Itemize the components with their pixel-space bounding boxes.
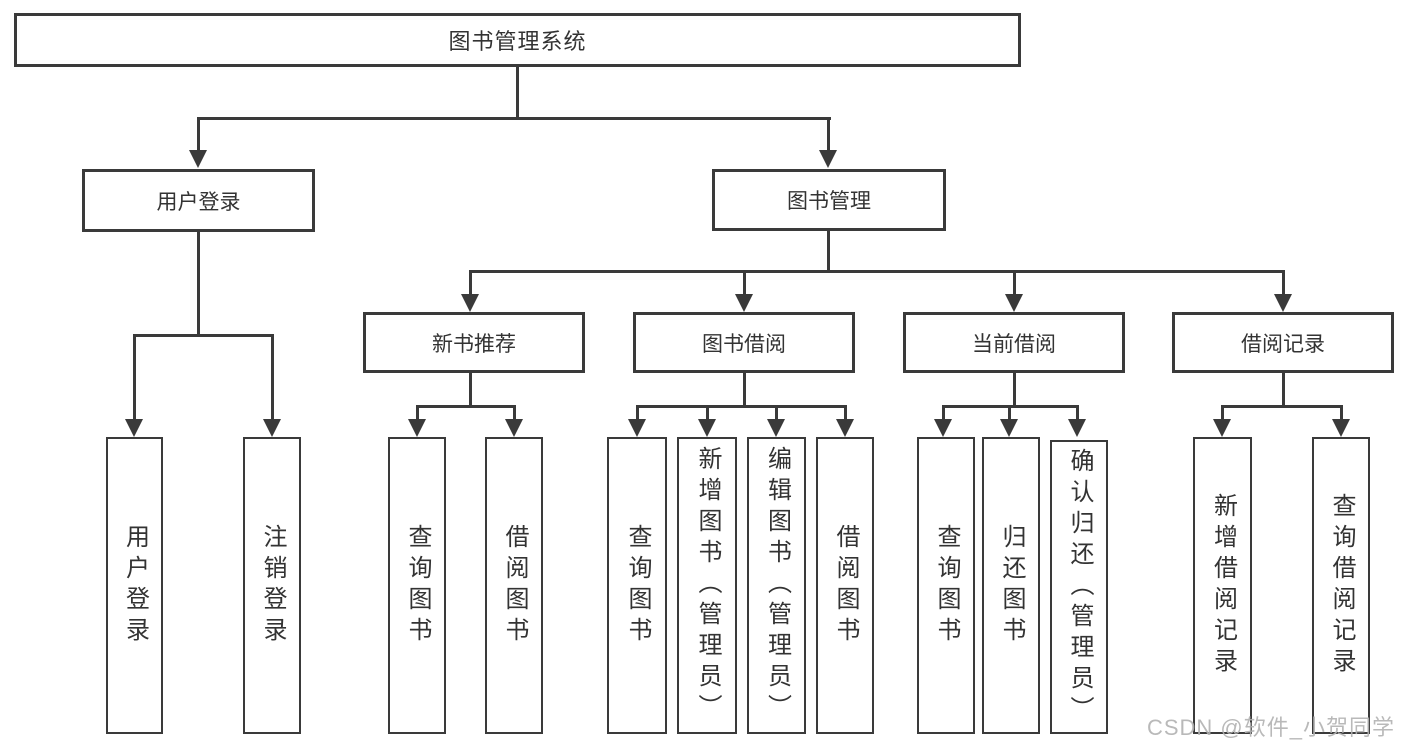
arrow-down-icon (505, 419, 523, 437)
connector-stem (469, 270, 472, 298)
connector-root-stem (516, 66, 519, 119)
arrow-down-icon (1332, 419, 1350, 437)
connector-stem (513, 405, 516, 425)
leaf-user-login-label: 用户登录 (121, 523, 149, 648)
leaf-cb-return-books: 归还图书 (982, 437, 1040, 734)
connector-level3-hline (469, 270, 1285, 273)
node-book-borrow-label: 图书借阅 (702, 332, 786, 356)
leaf-cb-return-books-label: 归还图书 (998, 523, 1025, 648)
connector-user-login-hline (133, 334, 274, 337)
arrow-down-icon (934, 419, 952, 437)
connector-stem (1340, 405, 1343, 425)
leaf-nb-query-books-label: 查询图书 (404, 523, 431, 648)
leaf-logout-label: 注销登录 (259, 523, 286, 648)
arrow-down-icon (189, 150, 207, 168)
connector-stem (197, 117, 200, 155)
leaf-bb-edit-books-admin-label: 编辑图书（管理员） (763, 446, 791, 725)
node-root-label: 图书管理系统 (448, 29, 587, 54)
leaf-nb-borrow-books: 借阅图书 (485, 437, 543, 734)
leaf-bb-borrow-books-label: 借阅图书 (832, 523, 859, 648)
arrow-down-icon (461, 294, 479, 312)
connector-stem (1013, 270, 1016, 298)
leaf-br-query-record-label: 查询借阅记录 (1328, 492, 1355, 679)
connector-stem (416, 405, 419, 425)
arrow-down-icon (698, 419, 716, 437)
arrow-down-icon (263, 419, 281, 437)
connector-stem (743, 371, 746, 408)
connector-stem (844, 405, 847, 425)
leaf-nb-query-books: 查询图书 (388, 437, 446, 734)
connector-stem (1008, 405, 1011, 425)
connector-stem (636, 405, 639, 425)
arrow-down-icon (1274, 294, 1292, 312)
arrow-down-icon (735, 294, 753, 312)
connector-level1-hline (198, 117, 831, 120)
arrow-down-icon (628, 419, 646, 437)
node-user-login-label: 用户登录 (156, 190, 241, 214)
connector-stem (1282, 270, 1285, 298)
connector-stem (469, 371, 472, 408)
connector-stem (1013, 371, 1016, 408)
connector-stem (1076, 405, 1079, 425)
node-root: 图书管理系统 (14, 13, 1021, 67)
arrow-down-icon (767, 419, 785, 437)
arrow-down-icon (819, 150, 837, 168)
leaf-bb-borrow-books: 借阅图书 (816, 437, 874, 734)
connector-hline (636, 405, 847, 408)
connector-stem (706, 405, 709, 425)
leaf-cb-query-books-label: 查询图书 (933, 523, 960, 648)
arrow-down-icon (125, 419, 143, 437)
connector-hline (416, 405, 516, 408)
connector-stem (133, 334, 136, 424)
connector-stem (775, 405, 778, 425)
arrow-down-icon (1005, 294, 1023, 312)
leaf-user-login: 用户登录 (106, 437, 163, 734)
node-book-management: 图书管理 (712, 169, 946, 231)
leaf-bb-query-books: 查询图书 (607, 437, 667, 734)
connector-stem (271, 334, 274, 424)
connector-stem (1282, 371, 1285, 408)
connector-stem (827, 230, 830, 273)
leaf-bb-query-books-label: 查询图书 (624, 523, 651, 648)
node-user-login: 用户登录 (82, 169, 315, 232)
connector-stem (1221, 405, 1224, 425)
node-new-book-recommend: 新书推荐 (363, 312, 585, 373)
node-borrow-records-label: 借阅记录 (1241, 332, 1325, 356)
leaf-bb-add-books-admin: 新增图书（管理员） (677, 437, 737, 734)
node-new-book-recommend-label: 新书推荐 (432, 332, 516, 356)
leaf-br-add-record: 新增借阅记录 (1193, 437, 1252, 734)
arrow-down-icon (1000, 419, 1018, 437)
leaf-cb-confirm-return-admin-label: 确认归还（管理员） (1066, 447, 1093, 727)
leaf-cb-confirm-return-admin: 确认归还（管理员） (1050, 440, 1108, 734)
connector-stem (197, 231, 200, 337)
node-current-borrow: 当前借阅 (903, 312, 1125, 373)
arrow-down-icon (836, 419, 854, 437)
node-book-management-label: 图书管理 (787, 190, 871, 213)
csdn-watermark: CSDN @软件_小贺同学 (1146, 715, 1395, 740)
arrow-down-icon (408, 419, 426, 437)
node-current-borrow-label: 当前借阅 (972, 332, 1056, 356)
leaf-br-query-record: 查询借阅记录 (1312, 437, 1370, 734)
connector-hline (1221, 405, 1343, 408)
node-book-borrow: 图书借阅 (633, 312, 855, 373)
connector-stem (827, 117, 830, 155)
leaf-bb-edit-books-admin: 编辑图书（管理员） (747, 437, 806, 734)
node-borrow-records: 借阅记录 (1172, 312, 1394, 373)
leaf-nb-borrow-books-label: 借阅图书 (501, 523, 528, 648)
leaf-bb-add-books-admin-label: 新增图书（管理员） (694, 446, 721, 725)
connector-stem (743, 270, 746, 298)
arrow-down-icon (1068, 419, 1086, 437)
leaf-cb-query-books: 查询图书 (917, 437, 975, 734)
connector-stem (942, 405, 945, 425)
leaf-br-add-record-label: 新增借阅记录 (1209, 492, 1237, 679)
leaf-logout: 注销登录 (243, 437, 301, 734)
arrow-down-icon (1213, 419, 1231, 437)
